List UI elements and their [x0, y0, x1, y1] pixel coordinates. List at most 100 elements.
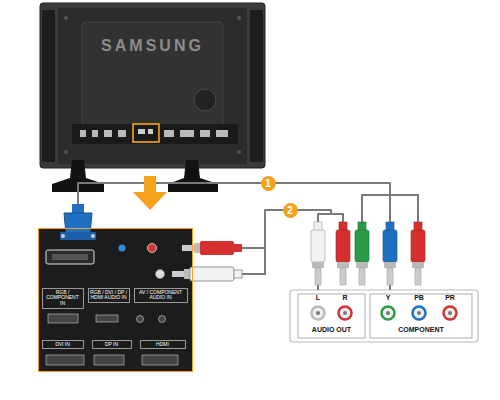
port-label: HDMI: [140, 340, 186, 350]
jack-pin: [386, 311, 390, 315]
plug-tip: [315, 268, 321, 285]
plug-body: [64, 213, 92, 234]
port: [216, 130, 228, 137]
plug-sleeve: [355, 230, 369, 262]
audio-jack: [156, 270, 165, 279]
rca-plug: [355, 222, 369, 285]
jack-label: PB: [407, 294, 431, 301]
jack-pin: [343, 311, 347, 315]
branch-wires: [240, 195, 418, 274]
vga-plug: [60, 204, 96, 240]
screw: [237, 16, 241, 20]
plug-boot: [358, 222, 366, 231]
plug-sleeve: [190, 267, 234, 281]
jack-label: L: [306, 294, 330, 301]
down-arrow: [133, 176, 167, 210]
plug-tip: [415, 268, 421, 285]
cable-branch: [390, 195, 418, 224]
callout-number: 1: [261, 176, 276, 191]
port: [104, 130, 112, 137]
port: [80, 130, 86, 137]
monitor-stand: [168, 160, 218, 192]
port-label: RGB / COMPONENT IN: [42, 288, 84, 309]
port-label: AV / COMPONENT AUDIO IN: [134, 288, 188, 304]
port: [200, 130, 210, 137]
group-label: AUDIO OUT: [298, 326, 365, 333]
rear-cover: [58, 8, 247, 164]
dvi-port: [46, 250, 94, 264]
port: [92, 130, 98, 137]
plug-tip: [340, 268, 346, 285]
port-label: DVI IN: [42, 340, 84, 350]
screw: [64, 16, 68, 20]
port: [96, 315, 118, 322]
device-box: [290, 290, 478, 342]
port: [164, 130, 174, 137]
jack-label: PR: [438, 294, 462, 301]
cable-branch: [240, 248, 265, 274]
plug-screw: [61, 234, 65, 238]
screw: [237, 150, 241, 154]
plug-tip: [387, 268, 393, 285]
port-strip: [72, 124, 238, 144]
port: [180, 130, 194, 137]
audio-jack: [148, 244, 157, 253]
input-panel-illustration: [38, 228, 193, 372]
plug-boot: [234, 270, 242, 278]
jack-label: Y: [376, 294, 400, 301]
plug-ring: [337, 262, 349, 268]
screw: [64, 150, 68, 154]
callout-number: 2: [283, 203, 298, 218]
port: [48, 314, 78, 323]
audio-jack: [119, 245, 126, 252]
mount-hole: [194, 89, 216, 111]
jack: [444, 307, 457, 320]
speaker-grille: [250, 10, 263, 162]
plug-boot: [386, 222, 394, 231]
jack-pin: [448, 311, 452, 315]
speaker-grille: [42, 10, 55, 162]
plug-sleeve: [200, 241, 234, 255]
dp-port: [94, 355, 124, 365]
jack-pin: [417, 311, 421, 315]
input-panel: RGB / COMPONENT INRGB / DVI / DP / HDMI …: [38, 228, 193, 372]
port: [137, 316, 144, 323]
source-device-illustration: [290, 290, 478, 342]
hdmi-port: [142, 355, 178, 365]
plug-tip: [359, 268, 365, 285]
dvi-pins: [52, 254, 88, 260]
rca-plugs: [311, 222, 425, 285]
plug-boot: [339, 222, 347, 231]
rca-plug: [411, 222, 425, 285]
plug-tip: [172, 271, 184, 277]
arrow-shaft: [144, 176, 156, 193]
plug-sleeve: [383, 230, 397, 262]
plug-sleeve: [311, 230, 325, 262]
brand-logo: SAMSUNG: [40, 37, 265, 55]
monitor-illustration: [40, 3, 265, 192]
plug-ring: [194, 243, 200, 253]
cable-branch: [362, 195, 390, 224]
monitor-rear: SAMSUNG: [40, 3, 265, 168]
jack: [339, 307, 352, 320]
jack: [312, 307, 325, 320]
plug-sleeve: [411, 230, 425, 262]
plug-ring: [412, 262, 424, 268]
jack: [413, 307, 426, 320]
plug-boot: [314, 222, 322, 231]
monitor-body: [40, 3, 265, 168]
jack-group: [298, 294, 365, 338]
rca-plug-white: [172, 267, 242, 281]
plug-ring: [312, 262, 324, 268]
jack: [382, 307, 395, 320]
panel-ground: [38, 228, 193, 372]
plug-sleeve: [336, 230, 350, 262]
jack-label: R: [333, 294, 357, 301]
plug-ring: [184, 269, 190, 279]
arrow-head: [133, 192, 167, 210]
plug-boot: [414, 222, 422, 231]
highlight-frame: [133, 124, 159, 142]
